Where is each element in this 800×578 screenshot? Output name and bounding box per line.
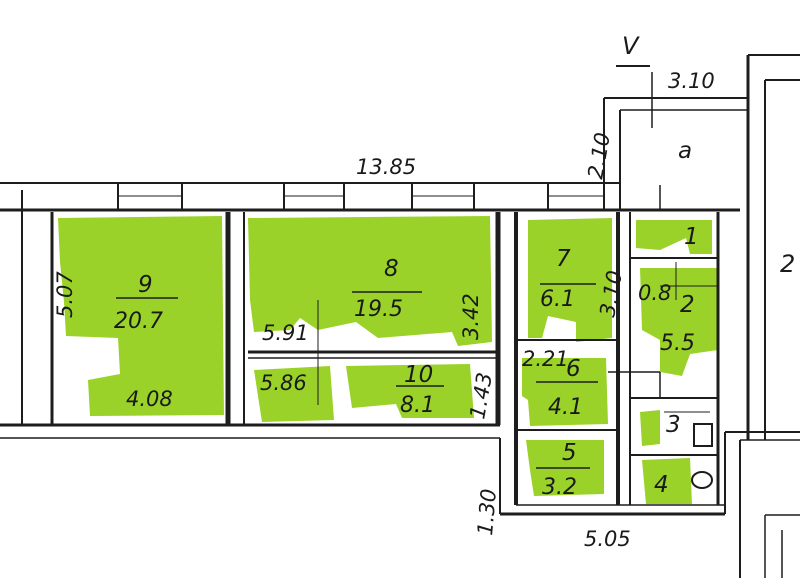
room-3-number: 3	[666, 412, 681, 438]
room-6-number: 6	[566, 356, 581, 382]
room-5-area: 3.2	[542, 475, 577, 500]
room-8-number: 8	[384, 256, 399, 282]
dim-bottom-vertical: 1.30	[473, 488, 501, 537]
dim-room8-height: 3.42	[459, 293, 483, 340]
dim-room2: 0.8	[638, 281, 671, 305]
room-4-number: 4	[654, 472, 669, 498]
walls	[0, 54, 800, 578]
room-fills	[58, 216, 718, 504]
dim-room6: 2.21	[522, 347, 569, 371]
room-1-number: 1	[684, 224, 699, 250]
room-10-area: 8.1	[400, 393, 435, 418]
room-2-area: 5.5	[660, 331, 695, 356]
room-a-label: a	[678, 138, 692, 164]
windows	[117, 182, 605, 211]
room-10-number: 10	[404, 362, 433, 388]
labels: V 3.10 2.10 a 2 13.85 5.07 9 20.7 4.08 8…	[53, 32, 795, 551]
fixtures	[691, 423, 713, 489]
room-5-number: 5	[562, 440, 577, 466]
dim-room8-width: 5.91	[262, 321, 309, 345]
room-2-number: 2	[680, 292, 695, 318]
dim-room9-height: 5.07	[53, 271, 77, 318]
dim-room10-width: 5.86	[260, 371, 307, 395]
right-cut-label: 2	[780, 250, 795, 278]
section-label: V	[622, 32, 640, 60]
dimension-lines	[116, 65, 718, 469]
dim-top-right: 3.10	[668, 69, 715, 93]
dim-room9-width: 4.08	[126, 387, 173, 411]
dim-total-length: 13.85	[356, 155, 416, 179]
room-7-number: 7	[556, 246, 571, 272]
dim-side-vertical: 2.10	[583, 131, 615, 181]
room-7-area: 6.1	[540, 287, 575, 312]
room-9-area: 20.7	[114, 309, 163, 334]
room-9-number: 9	[138, 272, 153, 298]
dim-bottom-length: 5.05	[584, 527, 631, 551]
room-8-area: 19.5	[354, 297, 403, 322]
room-6-area: 4.1	[548, 395, 583, 420]
